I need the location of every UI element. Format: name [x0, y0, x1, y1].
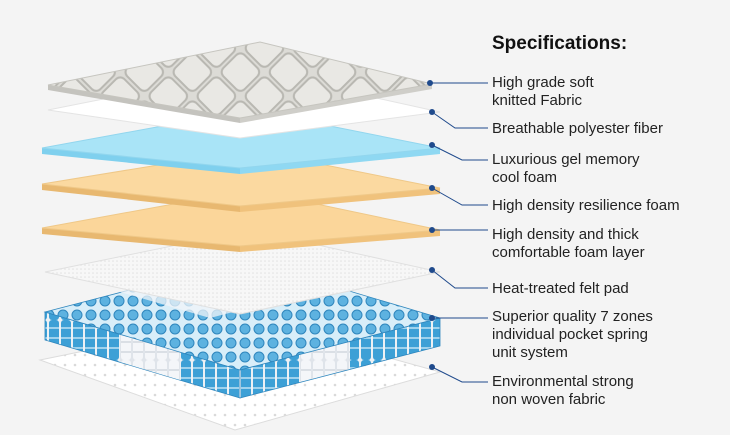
leader-dot-thick — [429, 227, 435, 233]
leader-dot-gel — [429, 142, 435, 148]
leader-dot-felt — [429, 267, 435, 273]
layer-knitted-fabric — [47, 41, 433, 123]
label-pocket-spring-unit: Superior quality 7 zones individual pock… — [492, 308, 724, 362]
label-line: High density and thick — [492, 226, 639, 243]
leader-dot-polyester — [429, 109, 435, 115]
label-line: High density resilience foam — [492, 197, 680, 214]
leader-dot-knit — [427, 80, 433, 86]
leader-line-gel — [431, 144, 488, 161]
label-line: High grade soft — [492, 74, 594, 91]
label-thick-foam: High density and thick comfortable foam … — [492, 226, 724, 262]
label-line: unit system — [492, 344, 568, 361]
leader-dots — [427, 80, 435, 370]
label-line: Superior quality 7 zones — [492, 308, 653, 325]
label-polyester-fiber: Breathable polyester fiber — [492, 120, 724, 138]
specifications-title: Specifications: — [492, 33, 628, 54]
layer-thick-foam — [41, 189, 441, 252]
label-line: comfortable foam layer — [492, 244, 645, 261]
label-line: knitted Fabric — [492, 92, 583, 109]
leader-line-nonwoven — [431, 366, 488, 383]
label-line: Heat-treated felt pad — [492, 280, 629, 297]
label-line: individual pocket spring — [492, 326, 648, 343]
label-knitted-fabric: High grade soft knitted Fabric — [492, 74, 724, 110]
label-non-woven-fabric: Environmental strong non woven fabric — [492, 373, 724, 409]
label-gel-memory-foam: Luxurious gel memory cool foam — [492, 151, 724, 187]
leader-line-felt — [431, 269, 488, 289]
leader-line-resilience — [431, 187, 488, 206]
leader-dot-resilience — [429, 185, 435, 191]
label-line: Environmental strong — [492, 373, 634, 390]
label-felt-pad: Heat-treated felt pad — [492, 280, 724, 298]
label-line: non woven fabric — [492, 391, 606, 408]
label-line: cool foam — [492, 169, 558, 186]
leader-dot-nonwoven — [429, 364, 435, 370]
leader-line-polyester — [431, 111, 488, 129]
label-line: Breathable polyester fiber — [492, 120, 663, 137]
leader-dot-spring — [429, 315, 435, 321]
label-line: Luxurious gel memory — [492, 151, 640, 168]
label-resilience-foam: High density resilience foam — [492, 197, 724, 215]
layer-resilience-foam — [41, 149, 441, 212]
leader-lines — [430, 82, 488, 383]
